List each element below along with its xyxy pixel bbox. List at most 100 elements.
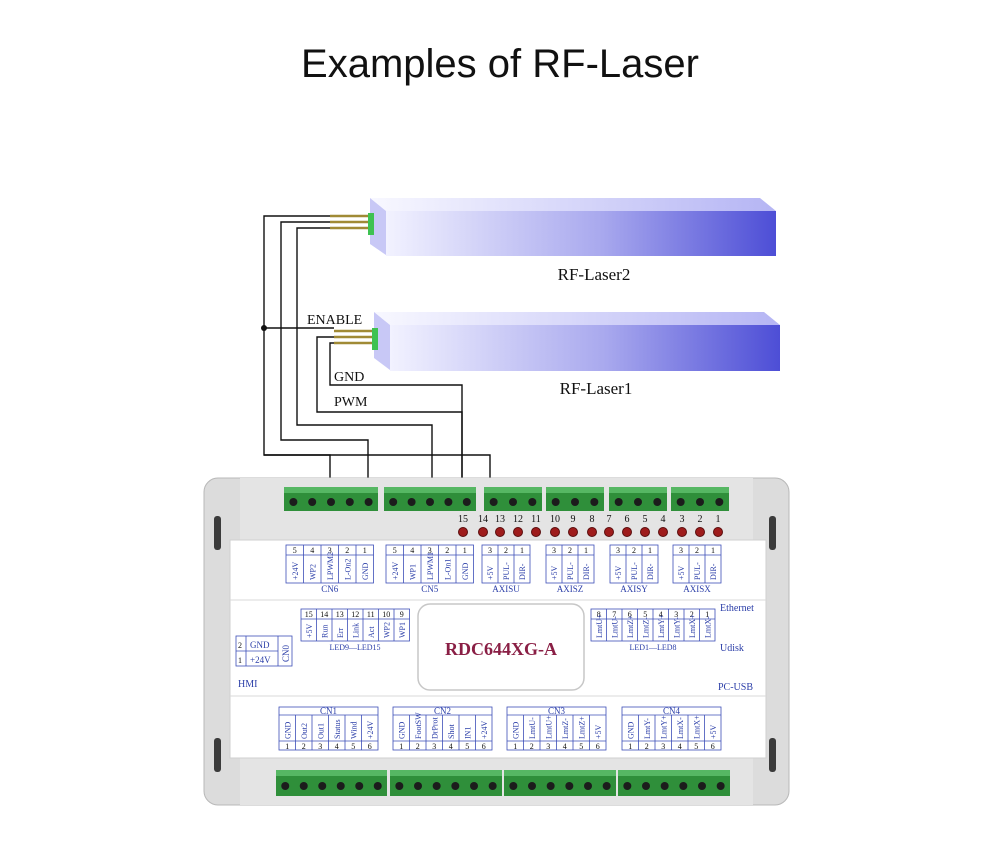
pin-number: 3 [328, 546, 332, 555]
pin-label: PUL- [502, 562, 511, 580]
terminal-screw [345, 498, 354, 506]
terminal-screw [509, 498, 517, 506]
pin-label: PUL- [693, 562, 702, 580]
pin-label: LmtU+ [595, 614, 604, 638]
pin-number: 2 [416, 742, 420, 751]
pin-label: DrProt [430, 716, 439, 739]
pin-label: FootSW [414, 712, 423, 739]
pin-label: LmtZ+ [626, 615, 635, 638]
terminal-screw [308, 498, 317, 506]
pin-label: +5V [614, 565, 623, 580]
connector-name: CN0 [281, 644, 291, 662]
led-indicator [568, 527, 578, 537]
pin-number: 8 [597, 610, 601, 619]
terminal-screw [528, 782, 536, 790]
led-number: 15 [458, 514, 468, 525]
pin-number: 1 [711, 546, 715, 555]
pin-number: 12 [351, 610, 359, 619]
led-indicator [677, 527, 687, 537]
led-indicator [495, 527, 505, 537]
terminal-screw [281, 782, 290, 790]
terminal-screw [546, 782, 555, 790]
led-indicator [713, 527, 723, 537]
connector-name: AXISU [492, 584, 520, 594]
pin-label: WP1 [408, 564, 417, 580]
terminal-screw [634, 498, 642, 506]
led-indicator [658, 527, 668, 537]
led-number: 9 [571, 514, 576, 525]
pc-usb-port-label: PC-USB [718, 682, 753, 693]
connector-name: CN4 [663, 706, 681, 716]
led-indicator [458, 527, 468, 537]
pin-number: 2 [632, 546, 636, 555]
led-number: 11 [531, 514, 541, 525]
terminal-screw [679, 782, 688, 790]
terminal-screw [462, 498, 471, 506]
pin-number: 6 [711, 742, 715, 751]
terminal-screw [715, 498, 724, 506]
terminal-screw [389, 498, 398, 506]
terminal-screw [584, 782, 592, 790]
terminal-screw [642, 782, 650, 790]
pin-label: PUL- [566, 562, 575, 580]
pin-label: LmtY+ [659, 715, 668, 739]
led-right-caption: LED1—LED8 [629, 643, 676, 652]
pin-number: 3 [318, 742, 322, 751]
laser1-terminal [372, 328, 378, 350]
pin-label: WP2 [308, 564, 317, 580]
pin-label: Out1 [316, 723, 325, 739]
bottom-connector-labels: CN1GND1Out22Out13Status4Wind5+24V6CN2GND… [278, 706, 722, 751]
led-indicator [513, 527, 523, 537]
pin-number: 15 [305, 610, 313, 619]
rf-laser1: RF-Laser1 [334, 312, 780, 398]
terminal-screw [336, 782, 345, 790]
pin-label: L-On2 [343, 559, 352, 580]
led-indicator [604, 527, 614, 537]
led-right-table: 8LmtU+7LmtU-6LmtZ+5LmtZ-4LmtY+3LmtY-2Lmt… [590, 608, 716, 652]
pin-label: DIR- [518, 563, 527, 580]
pin-number: 6 [628, 610, 632, 619]
terminal-screw [590, 498, 599, 506]
pin-number: 1 [705, 610, 709, 619]
gnd-label: GND [334, 370, 364, 385]
pin-number: 7 [612, 610, 616, 619]
ethernet-port-label: Ethernet [720, 603, 754, 614]
pin-label: Link [351, 623, 360, 638]
pin-number: 1 [285, 742, 289, 751]
pin-label: +24V [480, 720, 489, 739]
pin-number: 11 [367, 610, 375, 619]
pin-number: 4 [410, 546, 414, 555]
pin-number: 5 [694, 742, 698, 751]
laser1-label: RF-Laser1 [560, 379, 633, 398]
terminal-screw [653, 498, 662, 506]
led-left-caption: LED9—LED15 [329, 643, 380, 652]
pin-label: Wind [349, 722, 358, 739]
pin-number: 4 [659, 610, 663, 619]
pin-label: +5V [594, 724, 603, 739]
terminal-screw [676, 498, 685, 506]
led-number: 12 [513, 514, 523, 525]
led-number: 13 [495, 514, 505, 525]
pin-number: 1 [399, 742, 403, 751]
pin-number: 2 [504, 546, 508, 555]
pin-label: DIR- [646, 563, 655, 580]
pin-number: 10 [382, 610, 390, 619]
pin-label: GND [250, 640, 270, 650]
pin-number: 1 [238, 656, 242, 665]
led-number: 14 [478, 514, 488, 525]
terminal-screw [509, 782, 518, 790]
pin-number: 2 [530, 742, 534, 751]
top-connector-labels: 5+24V4WP23LPWM22L-On21GNDCN65+24V4WP13LP… [285, 544, 722, 594]
terminal-screw [444, 498, 453, 506]
pin-label: LmtZ- [561, 718, 570, 739]
terminal-screw [327, 498, 335, 506]
pin-number: 3 [552, 546, 556, 555]
pin-label: LmtZ+ [577, 716, 586, 739]
pin-number: 1 [628, 742, 632, 751]
pin-number: 2 [690, 610, 694, 619]
pin-label: GND [361, 562, 370, 580]
